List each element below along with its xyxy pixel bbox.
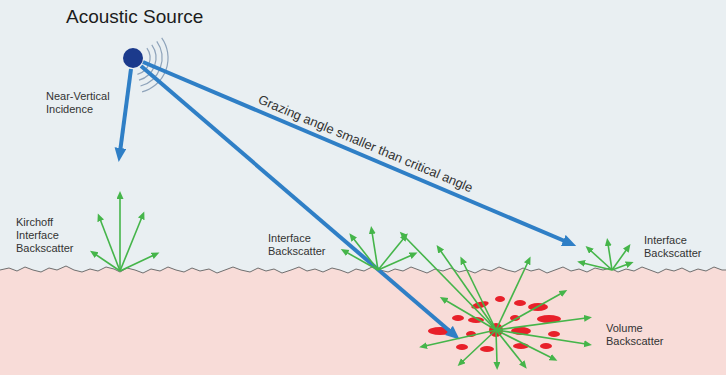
scatter-arrow [496,330,523,364]
scatter-arrow [120,255,154,271]
scatter-arrow [608,244,612,270]
scatter-arrow [378,255,412,270]
scatterer [456,344,468,350]
scatter-arrow [440,250,496,330]
scatter-arrow [612,249,627,270]
incidence-label: Near-Vertical Incidence [46,90,120,116]
scatter-arrow [496,330,497,364]
source-symbol [123,48,143,68]
acoustic-source: Acoustic Source [66,6,207,72]
scatter-arrow [404,236,496,330]
scatter-arrow [346,252,378,270]
rough-interface [0,266,726,273]
scatter-arrow [95,254,120,271]
scatter-arrow [445,300,496,330]
scatter-arrow [612,264,628,270]
scatter-arrow [496,293,562,330]
scatter-arrow [496,262,528,330]
sediment-area [0,266,726,375]
scatter-arrow [462,330,496,362]
scatter-label: Volume Backscatter [606,322,676,348]
scatterer [452,315,464,321]
scatterer [548,331,560,337]
scatter-arrow [378,238,404,270]
scatterer [495,296,505,302]
scatterer [540,343,552,349]
scatter-arrow [583,263,612,270]
incident-ray [143,62,567,242]
scatter-label: Interface Backscatter [268,232,334,258]
scatter-label: Kirchoff Interface Backscatter [16,216,86,255]
scatterer [514,300,526,306]
scatterer [471,300,490,310]
scatter-arrow [119,197,121,271]
incident-ray [120,69,131,152]
scatter-arrow [372,232,378,270]
scatter-arrow [100,219,120,271]
scatter-arrow [496,330,586,344]
scatter-arrow [425,330,496,346]
scatter-arrow [496,318,586,330]
scatter-label: Interface Backscatter [644,234,712,260]
grazing-label: Grazing angle smaller than critical angl… [256,91,475,194]
scatterer [480,346,494,352]
source-label: Acoustic Source [66,6,207,29]
